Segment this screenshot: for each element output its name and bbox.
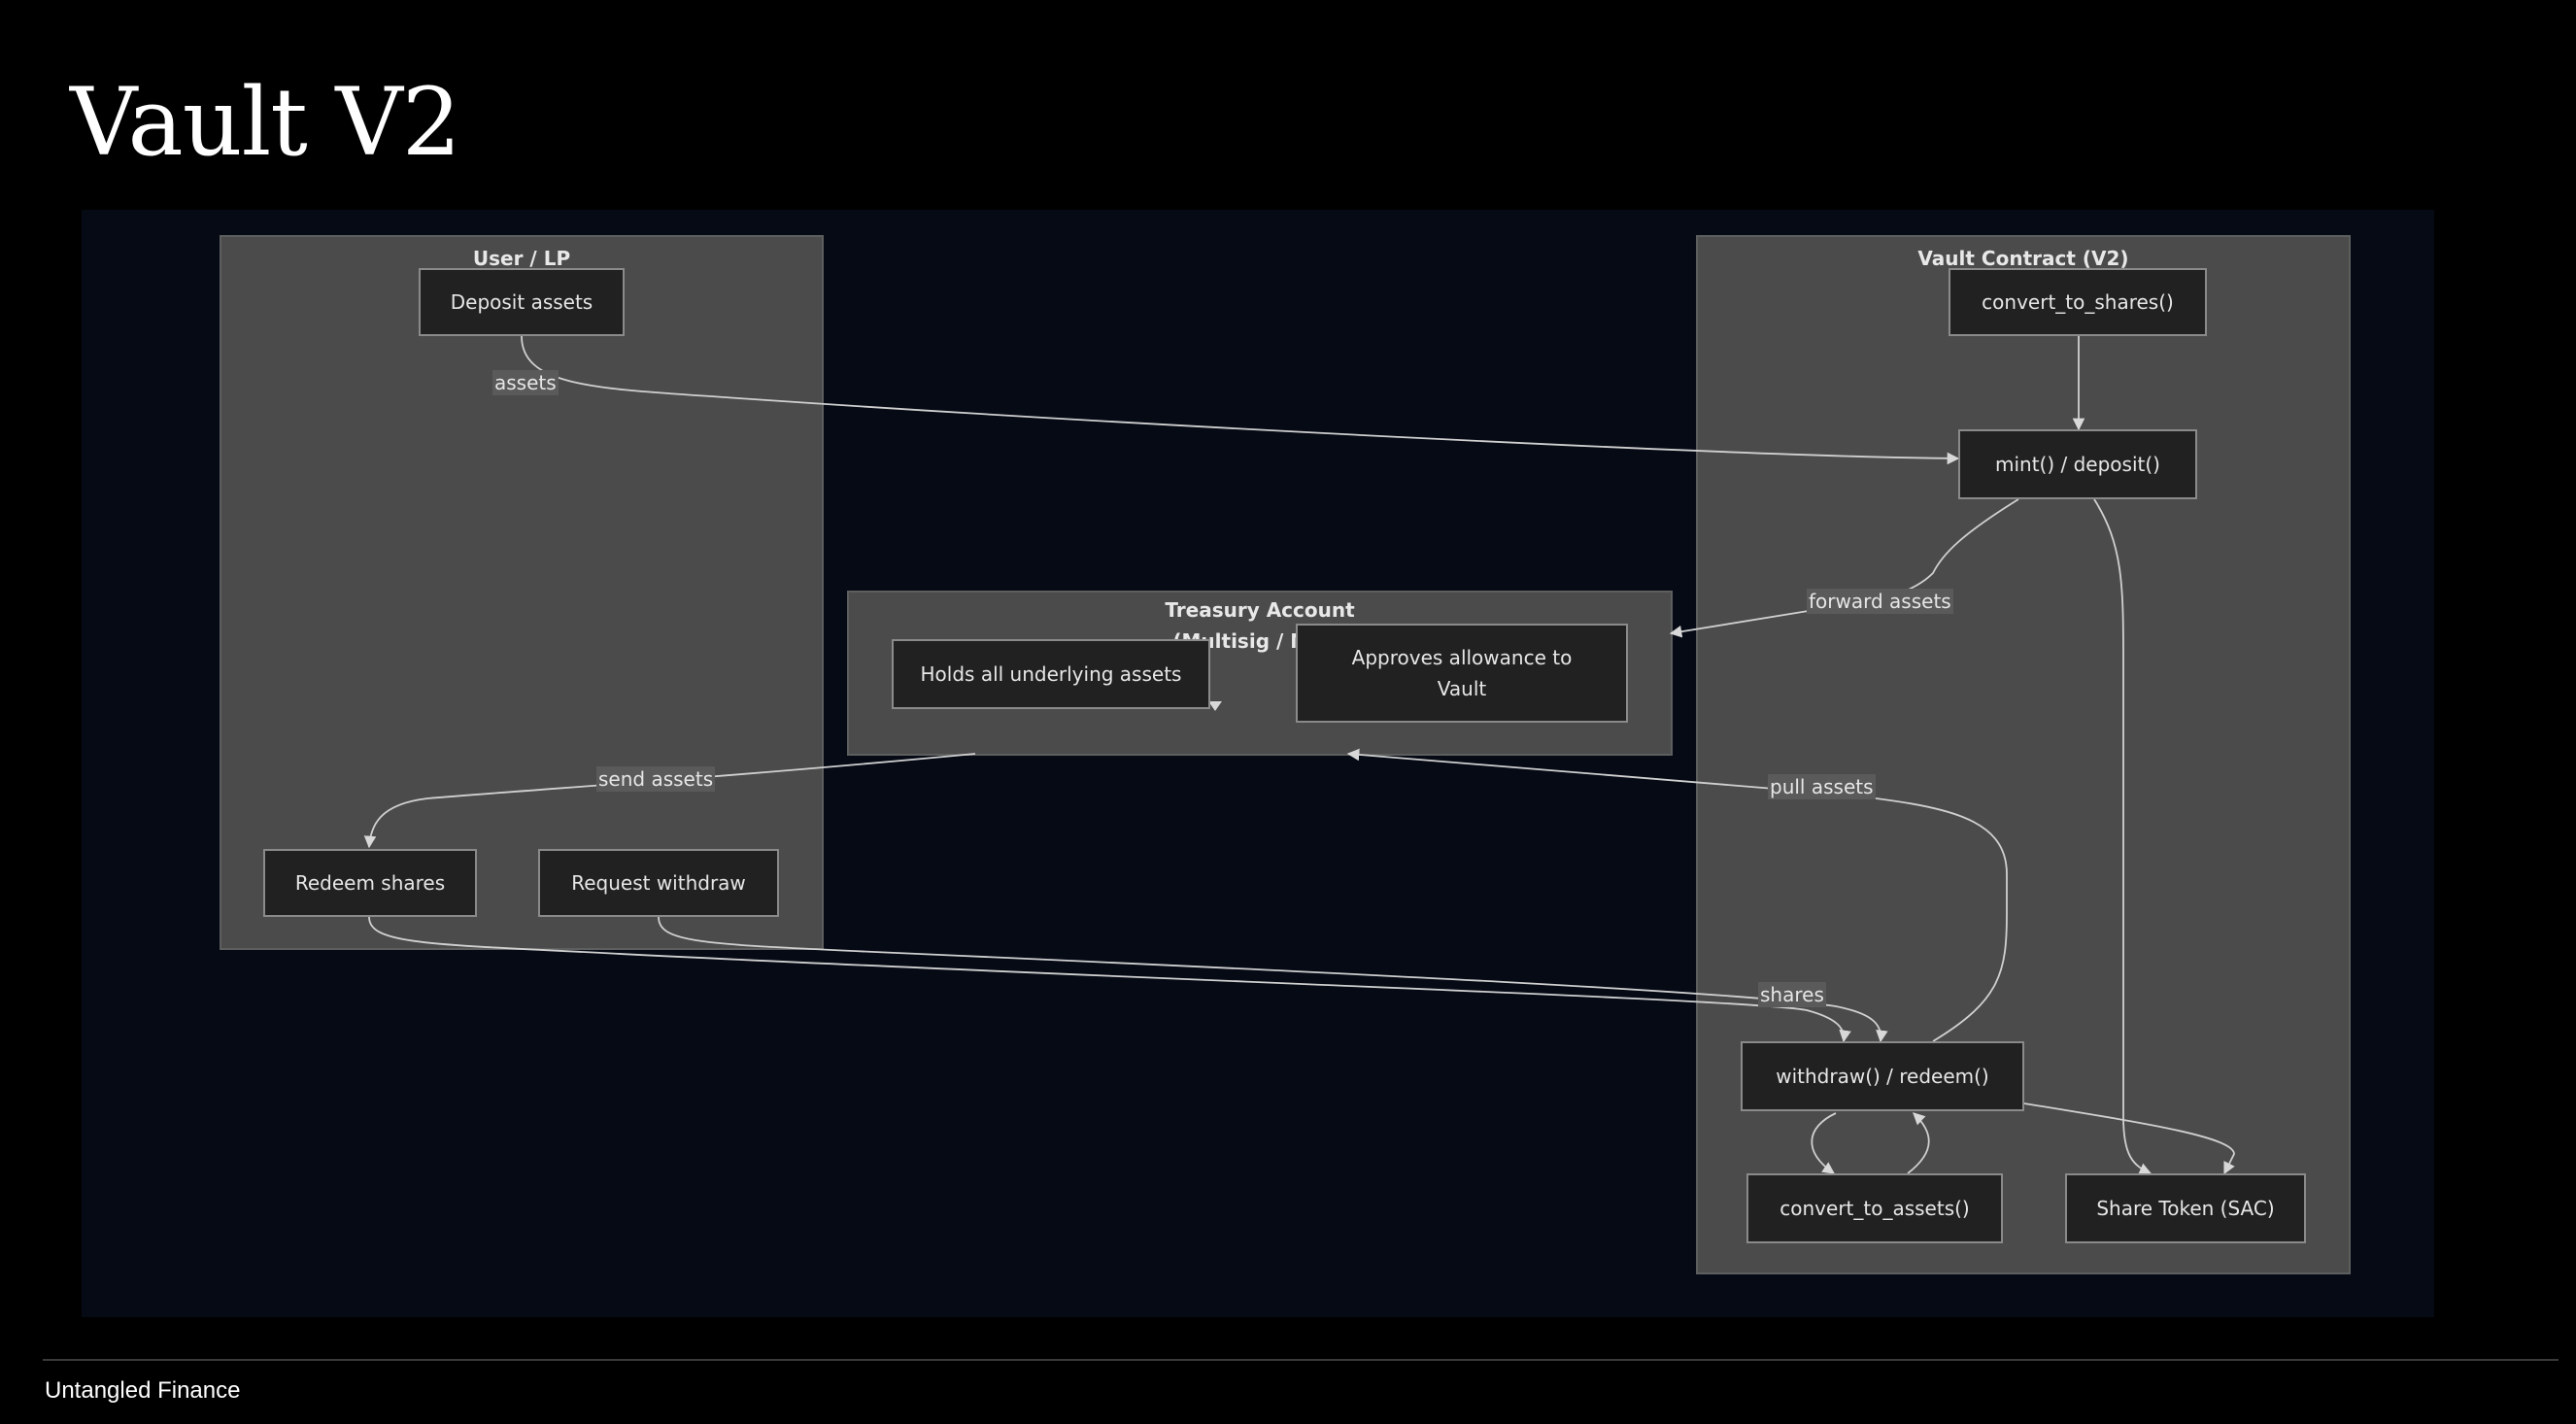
convert-to-shares-label: convert_to_shares() — [1982, 290, 2174, 314]
user-lp-group: User / LP — [220, 235, 824, 950]
mint-deposit-node: mint() / deposit() — [1958, 429, 2197, 499]
withdraw-redeem-label: withdraw() / redeem() — [1776, 1065, 1989, 1088]
edge-convert-assets-to-withdraw — [1907, 1112, 1930, 1174]
withdraw-redeem-node: withdraw() / redeem() — [1741, 1041, 2024, 1111]
holds-underlying-assets-node: Holds all underlying assets — [892, 639, 1210, 709]
treasury-internal-arrow — [1208, 701, 1222, 711]
request-withdraw-label: Request withdraw — [571, 871, 746, 895]
convert-to-assets-label: convert_to_assets() — [1779, 1197, 1970, 1220]
redeem-shares-node: Redeem shares — [263, 849, 477, 917]
convert-to-assets-node: convert_to_assets() — [1746, 1173, 2003, 1243]
edge-treasury-to-redeem — [363, 753, 976, 849]
footer-brand: Untangled Finance — [45, 1377, 241, 1404]
edge-request-to-withdraw — [658, 916, 1888, 1043]
edge-label-send-assets: send assets — [596, 766, 716, 792]
holds-underlying-assets-label: Holds all underlying assets — [920, 662, 1182, 686]
mint-deposit-label: mint() / deposit() — [1995, 453, 2160, 476]
user-lp-group-title: User / LP — [472, 247, 571, 270]
edge-withdraw-to-treasury — [1346, 748, 2008, 1042]
approves-allowance-node: Approves allowance to Vault — [1296, 624, 1628, 723]
edge-label-shares: shares — [1758, 982, 1826, 1007]
edge-mint-to-share-token — [2093, 498, 2152, 1175]
approves-allowance-label: Approves allowance to Vault — [1351, 646, 1573, 700]
edge-label-pull-assets: pull assets — [1768, 774, 1876, 799]
share-token-label: Share Token (SAC) — [2096, 1197, 2275, 1220]
edge-deposit-to-mint — [521, 335, 1960, 465]
edge-withdraw-to-share-token — [2023, 1102, 2235, 1175]
edge-label-assets: assets — [492, 370, 559, 395]
convert-to-shares-node: convert_to_shares() — [1949, 268, 2207, 336]
request-withdraw-node: Request withdraw — [538, 849, 779, 917]
footer-divider — [43, 1359, 2559, 1361]
redeem-shares-label: Redeem shares — [294, 871, 446, 895]
page-title: Vault V2 — [70, 68, 461, 177]
share-token-node: Share Token (SAC) — [2065, 1173, 2306, 1243]
vault-contract-group-title: Vault Contract (V2) — [1917, 247, 2129, 270]
edge-label-forward-assets: forward assets — [1807, 589, 1953, 614]
deposit-assets-node: Deposit assets — [419, 268, 625, 336]
deposit-assets-label: Deposit assets — [450, 290, 593, 314]
edge-redeem-to-withdraw — [368, 916, 1851, 1043]
edge-withdraw-to-convert-assets — [1811, 1112, 1837, 1174]
